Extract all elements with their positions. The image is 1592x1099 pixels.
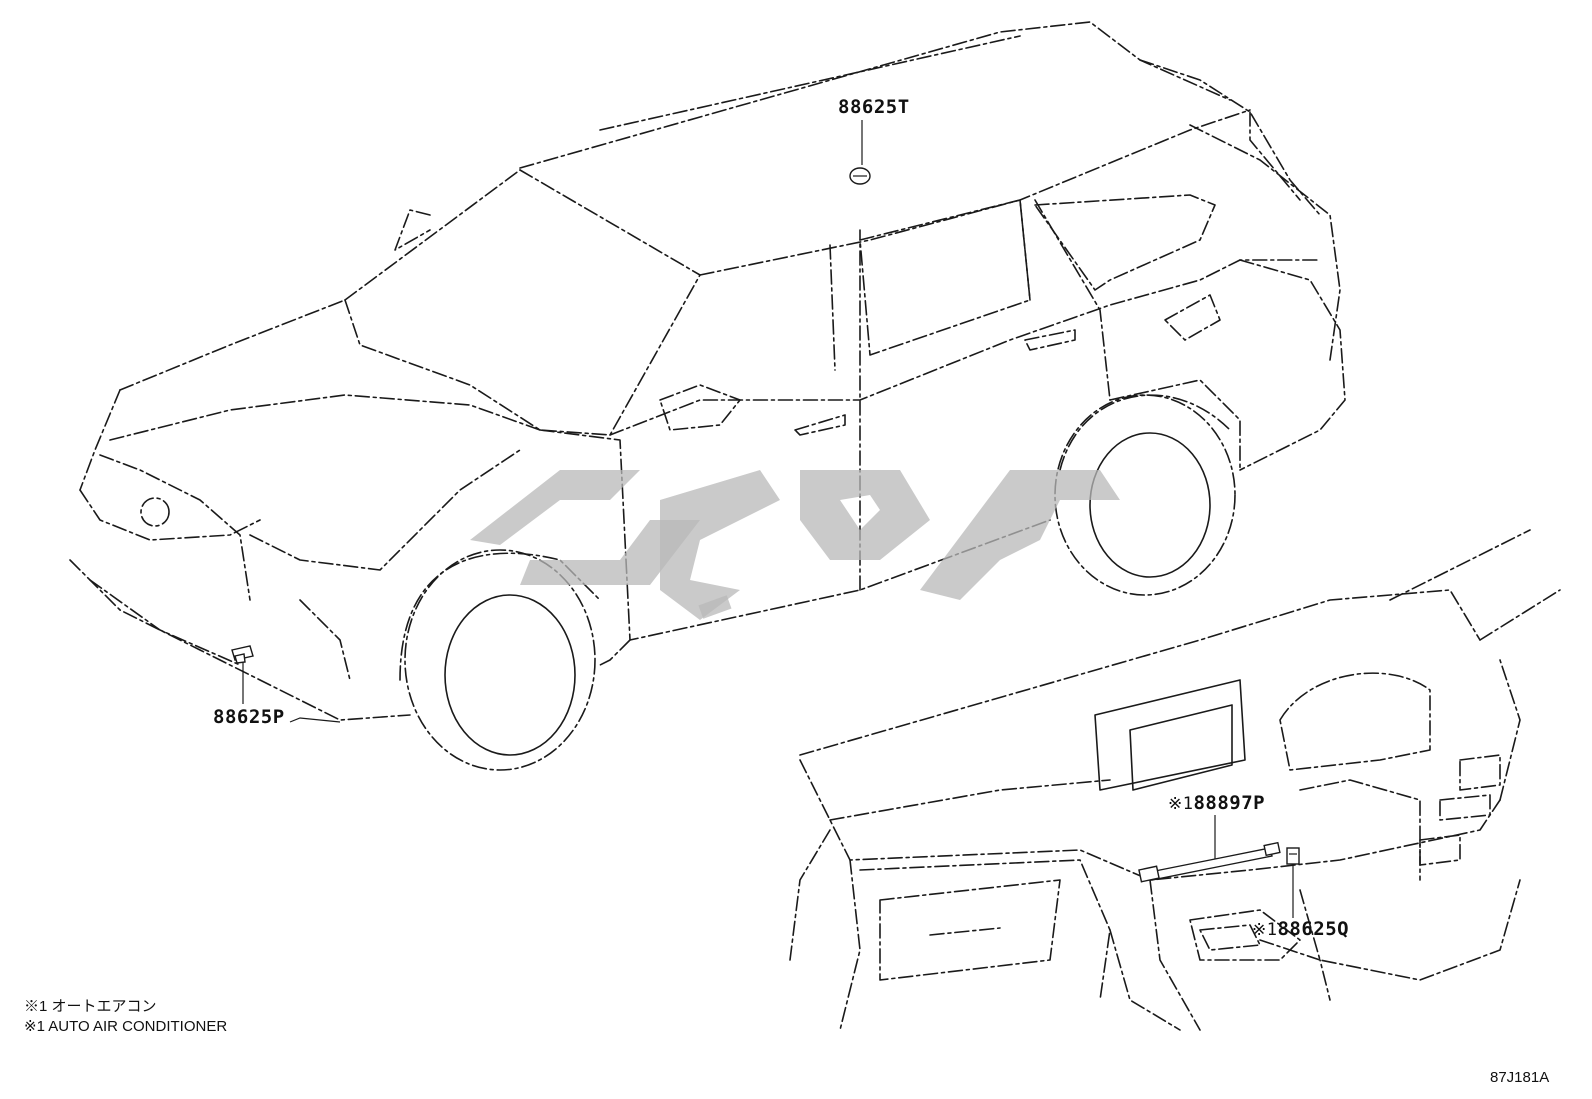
label-88625P: 88625P xyxy=(213,706,285,728)
auto-ac-marker: ※1 xyxy=(1252,920,1278,940)
front-sensor-part xyxy=(231,645,254,704)
part-number-dash-sensor: 88625Q xyxy=(1277,918,1350,940)
dash-sensor-part xyxy=(1286,847,1300,918)
label-88625Q: ※188625Q xyxy=(1252,918,1349,940)
part-number-aspirator-hose: 88897P xyxy=(1193,792,1266,814)
note-english: ※1 AUTO AIR CONDITIONER xyxy=(24,1018,228,1035)
auto-ac-marker: ※1 xyxy=(1168,794,1194,814)
part-number-front-sensor: 88625P xyxy=(213,706,285,728)
watermark-logo xyxy=(470,470,1120,620)
front-sensor-leader xyxy=(289,717,341,723)
vehicle-outline xyxy=(69,21,1346,771)
roof-sensor-part xyxy=(849,120,871,185)
label-88897P: ※188897P xyxy=(1168,792,1265,814)
diagram-code: 87J181A xyxy=(1490,1069,1550,1086)
aspirator-hose-part xyxy=(1138,815,1281,883)
label-88625T: 88625T xyxy=(838,96,910,118)
note-japanese: ※1 オートエアコン xyxy=(24,998,157,1015)
part-number-roof-sensor: 88625T xyxy=(838,96,910,118)
dashboard-outline xyxy=(789,529,1561,1031)
